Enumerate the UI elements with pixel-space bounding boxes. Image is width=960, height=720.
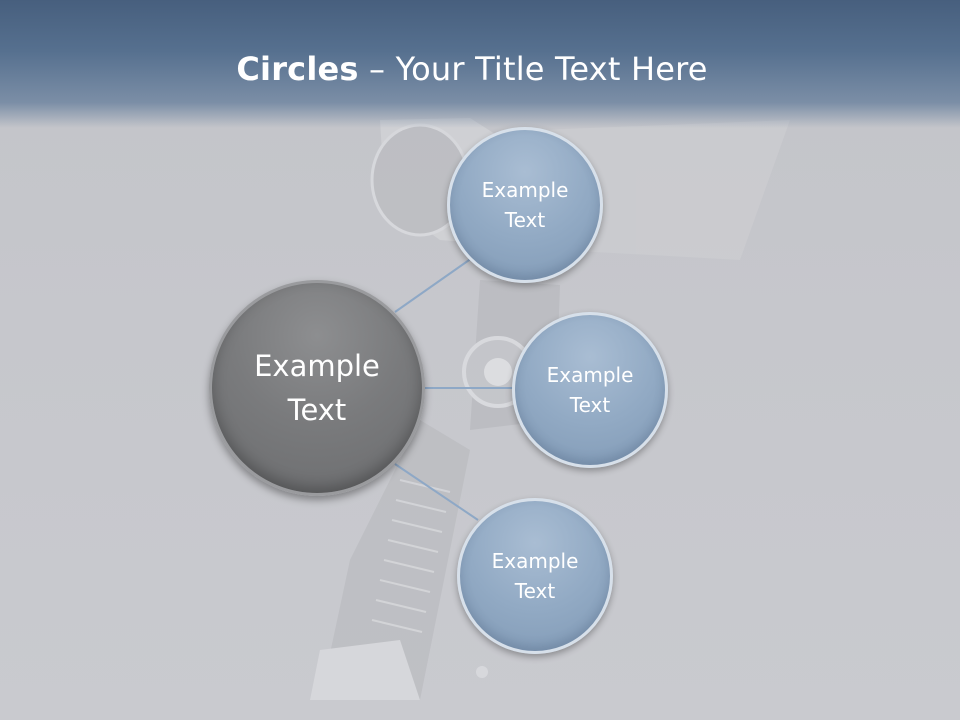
- title-bar: [0, 0, 960, 128]
- slide-title: Circles – Your Title Text Here: [0, 50, 944, 88]
- satellite-circle-bottom[interactable]: Example Text: [457, 498, 613, 654]
- connector-bottom: [394, 463, 479, 521]
- title-bold-text: Circles: [236, 50, 359, 88]
- connector-top: [394, 257, 473, 313]
- center-circle-label: Example Text: [254, 349, 380, 427]
- satellite-label: Example Text: [491, 549, 579, 603]
- satellite-circle-middle[interactable]: Example Text: [512, 312, 668, 468]
- satellite-label: Example Text: [481, 178, 569, 232]
- title-rest-text: – Your Title Text Here: [358, 50, 708, 88]
- satellite-circle-top[interactable]: Example Text: [447, 127, 603, 283]
- center-circle[interactable]: Example Text: [209, 280, 425, 496]
- satellite-label: Example Text: [546, 363, 634, 417]
